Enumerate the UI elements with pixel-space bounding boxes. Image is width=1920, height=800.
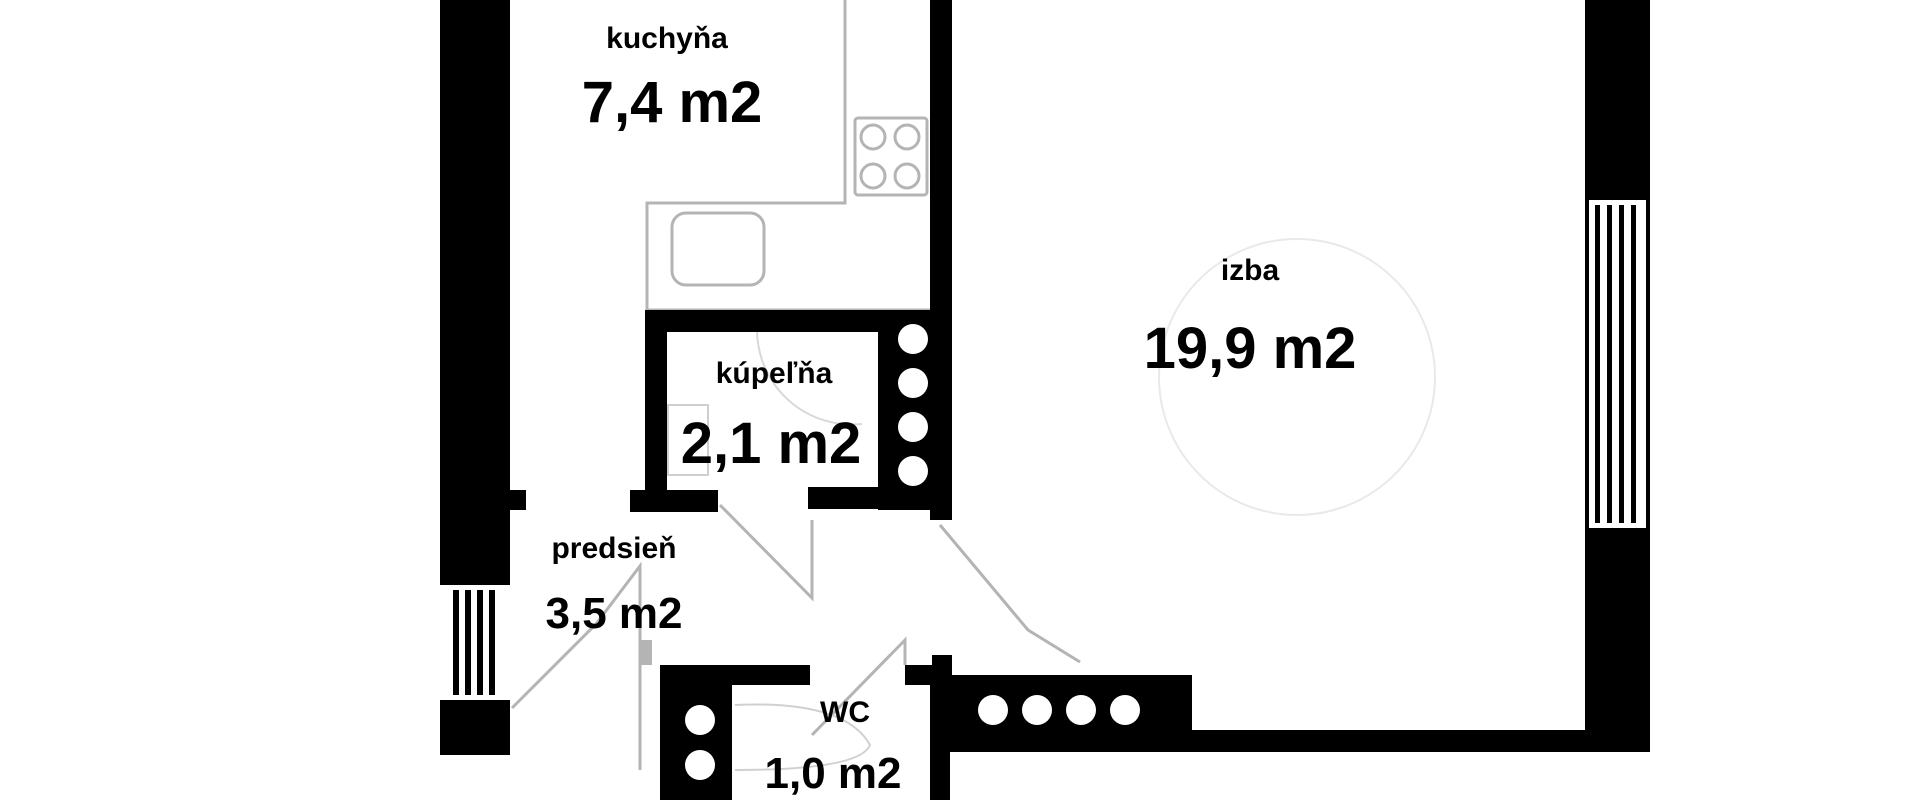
vent-shafts xyxy=(685,324,1140,780)
bath-wall-left xyxy=(645,310,667,510)
wc-wall-right xyxy=(930,665,950,800)
vent-circle xyxy=(1066,695,1096,725)
room-name-bathroom: kúpeľňa xyxy=(716,357,833,390)
room-area-kitchen: 7,4 m2 xyxy=(582,70,763,135)
left-window xyxy=(446,590,504,695)
bath-wall-top xyxy=(645,310,950,332)
windows xyxy=(446,200,1650,695)
burner xyxy=(893,123,921,151)
vent-circle xyxy=(685,750,715,780)
room-labels: kuchyňa 7,4 m2 izba 19,9 m2 kúpeľňa 2,1 … xyxy=(546,22,1357,798)
room-name-hallway: predsieň xyxy=(551,532,676,565)
kitchen-sink xyxy=(670,211,766,287)
hall-divider xyxy=(640,640,652,665)
vent-circle xyxy=(1022,695,1052,725)
room-area-wc: 1,0 m2 xyxy=(765,749,902,798)
walls xyxy=(440,0,1650,800)
room-name-room: izba xyxy=(1221,254,1280,287)
entrance-stub xyxy=(510,490,526,510)
right-wall xyxy=(1585,0,1650,200)
burner xyxy=(859,162,887,190)
left-wall xyxy=(440,0,510,585)
door-swing-bath xyxy=(718,503,814,602)
door-swing-wc xyxy=(810,636,907,737)
room-area-bathroom: 2,1 m2 xyxy=(681,411,862,476)
vent-circle xyxy=(898,412,928,442)
fixtures xyxy=(510,0,1436,771)
bath-basin xyxy=(667,404,709,476)
right-window xyxy=(1585,200,1650,528)
room-area-hallway: 3,5 m2 xyxy=(546,589,683,638)
vent-circle xyxy=(898,456,928,486)
vent-circle xyxy=(685,705,715,735)
room-area-room: 19,9 m2 xyxy=(1144,316,1357,381)
stove xyxy=(853,116,929,197)
vent-circle xyxy=(898,324,928,354)
vent-circle xyxy=(1110,695,1140,725)
vent-circle xyxy=(978,695,1008,725)
room-name-kitchen: kuchyňa xyxy=(606,22,728,55)
door-swing-entrance xyxy=(510,561,642,770)
wc-bowl xyxy=(734,703,872,771)
wc-wall-top xyxy=(660,665,810,685)
bath-wall-bottom xyxy=(808,487,950,509)
room-name-wc: WC xyxy=(820,696,870,729)
burner xyxy=(893,162,921,190)
bath-door-arc xyxy=(756,329,863,426)
bath-wall-bottom-left xyxy=(630,490,718,512)
burner xyxy=(859,123,887,151)
vent-circle xyxy=(898,368,928,398)
bottom-wall xyxy=(950,730,1650,752)
left-wall-lower xyxy=(440,700,510,755)
door-swing-room xyxy=(938,524,1081,664)
right-wall-lower xyxy=(1585,528,1650,752)
dining-table xyxy=(1158,238,1436,516)
